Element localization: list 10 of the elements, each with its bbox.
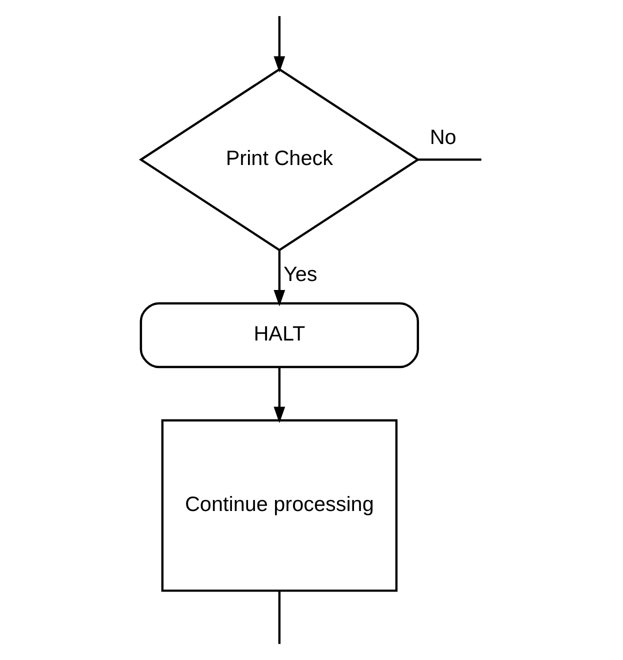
edge-label: Yes	[282, 262, 317, 286]
node-box: HALT	[139, 302, 419, 368]
arrow	[273, 16, 285, 73]
node-box: Continue processing	[160, 419, 398, 592]
node-diamond: Print Check	[138, 68, 420, 252]
arrow	[273, 250, 285, 306]
edge-label: No	[429, 126, 456, 150]
connector	[278, 591, 280, 644]
connector	[418, 158, 481, 161]
arrow	[273, 367, 285, 424]
